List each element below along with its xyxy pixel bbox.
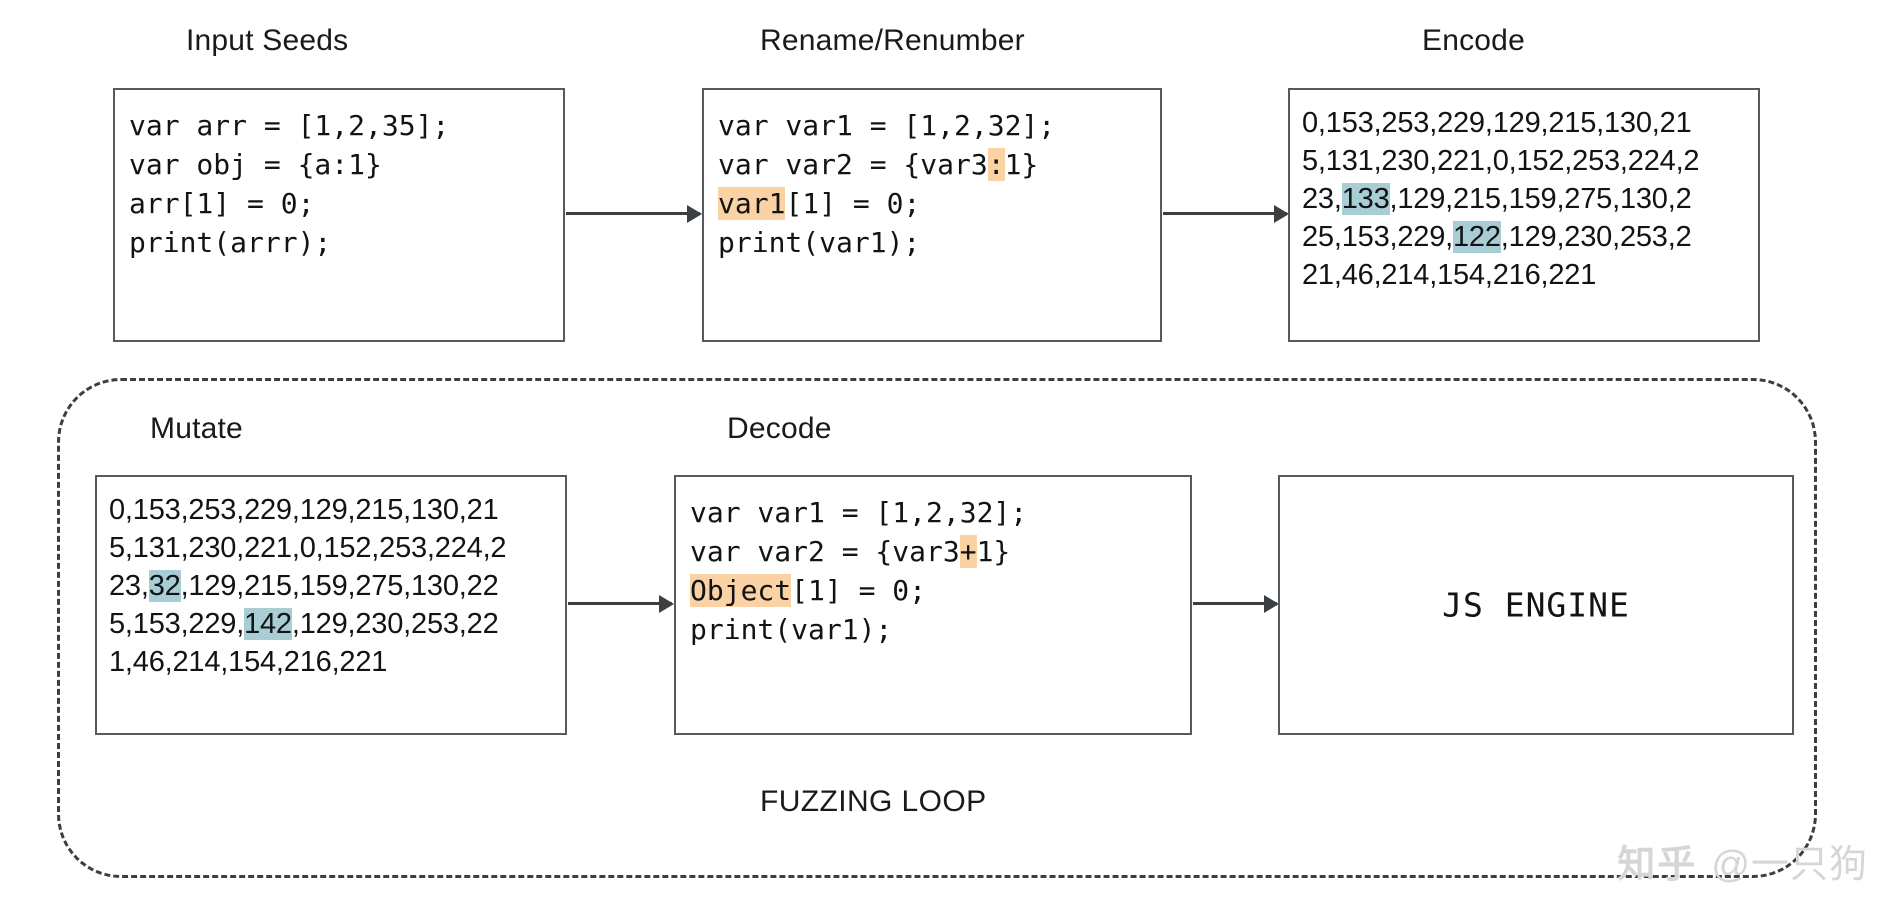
decode-line-1: var var1 = [1,2,32]; xyxy=(690,496,1028,529)
input-seeds-line-4: print(arrr); xyxy=(129,226,332,259)
box-js-engine: JS ENGINE xyxy=(1278,475,1794,735)
box-input-seeds: var arr = [1,2,35]; var obj = {a:1} arr[… xyxy=(113,88,565,342)
encode-bytes: 0,153,253,229,129,215,130,21 5,131,230,2… xyxy=(1290,90,1758,294)
rename-line-3-suffix: [1] = 0; xyxy=(785,187,921,220)
rename-line-2-suffix: 1} xyxy=(1004,148,1039,181)
encode-segment-3: ,129,230,253,2 21,46,214,154,216,221 xyxy=(1302,221,1692,291)
encode-highlight-1: 133 xyxy=(1341,183,1390,215)
mutate-segment-3: ,129,230,253,22 1,46,214,154,216,221 xyxy=(109,608,499,678)
arrow-decode-to-engine xyxy=(1193,602,1277,605)
input-seeds-code: var arr = [1,2,35]; var obj = {a:1} arr[… xyxy=(115,90,563,262)
input-seeds-line-1: var arr = [1,2,35]; xyxy=(129,109,450,142)
box-mutate: 0,153,253,229,129,215,130,21 5,131,230,2… xyxy=(95,475,567,735)
decode-line-2-suffix: 1} xyxy=(976,535,1011,568)
encode-highlight-2: 122 xyxy=(1453,221,1501,253)
arrow-mutate-to-decode xyxy=(568,602,672,605)
box-encode: 0,153,253,229,129,215,130,21 5,131,230,2… xyxy=(1288,88,1760,342)
decode-line-3-highlight: Object xyxy=(690,574,792,607)
box-rename-renumber: var var1 = [1,2,32]; var var2 = {var3:1}… xyxy=(702,88,1162,342)
arrow-rename-to-encode xyxy=(1163,212,1287,215)
rename-line-2-highlight: : xyxy=(987,148,1005,181)
mutate-highlight-1: 32 xyxy=(148,570,181,602)
input-seeds-line-2: var obj = {a:1} xyxy=(129,148,382,181)
caption-decode: Decode xyxy=(727,412,832,445)
caption-mutate: Mutate xyxy=(150,412,243,445)
fuzzing-loop-container xyxy=(57,378,1817,878)
decode-line-2-prefix: var var2 = {var3 xyxy=(690,535,960,568)
encode-segment-1: 0,153,253,229,129,215,130,21 5,131,230,2… xyxy=(1302,107,1700,215)
decode-line-4: print(var1); xyxy=(690,613,893,646)
arrow-seeds-to-rename xyxy=(566,212,700,215)
caption-encode: Encode xyxy=(1422,24,1525,57)
rename-line-3-highlight: var1 xyxy=(718,187,786,220)
rename-line-4: print(var1); xyxy=(718,226,921,259)
input-seeds-line-3: arr[1] = 0; xyxy=(129,187,315,220)
encode-segment-2: ,129,215,159,275,130,2 25,153,229, xyxy=(1302,183,1692,253)
rename-renumber-code: var var1 = [1,2,32]; var var2 = {var3:1}… xyxy=(704,90,1160,262)
decode-code: var var1 = [1,2,32]; var var2 = {var3+1}… xyxy=(676,477,1190,649)
fuzzing-loop-label: FUZZING LOOP xyxy=(760,785,987,818)
mutate-bytes: 0,153,253,229,129,215,130,21 5,131,230,2… xyxy=(97,477,565,681)
decode-line-3-suffix: [1] = 0; xyxy=(791,574,927,607)
caption-rename-renumber: Rename/Renumber xyxy=(760,24,1025,57)
mutate-segment-2: ,129,215,159,275,130,22 5,153,229, xyxy=(109,570,499,640)
rename-line-1: var var1 = [1,2,32]; xyxy=(718,109,1056,142)
mutate-highlight-2: 142 xyxy=(244,608,292,640)
js-engine-label: JS ENGINE xyxy=(1442,585,1630,625)
mutate-segment-1: 0,153,253,229,129,215,130,21 5,131,230,2… xyxy=(109,494,507,602)
caption-input-seeds: Input Seeds xyxy=(186,24,349,57)
decode-line-2-highlight: + xyxy=(959,535,977,568)
rename-line-2-prefix: var var2 = {var3 xyxy=(718,148,988,181)
box-decode: var var1 = [1,2,32]; var var2 = {var3+1}… xyxy=(674,475,1192,735)
